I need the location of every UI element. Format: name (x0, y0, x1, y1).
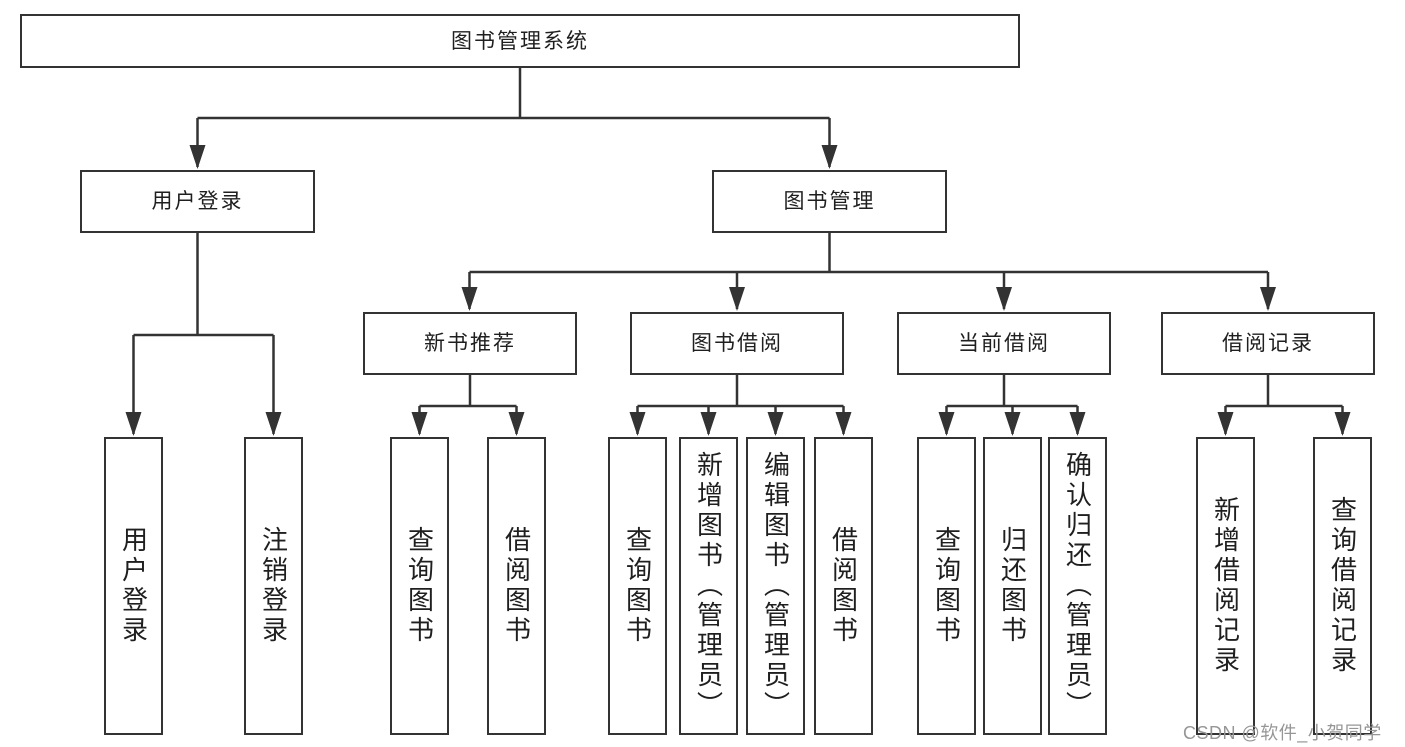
watermark: CSDN @软件_小贺同学 (1183, 723, 1382, 743)
leaf-user-login: 用户登录 (104, 437, 163, 735)
leaf-query-books-current: 查询图书 (917, 437, 976, 735)
leaf-borrow-books-recommend: 借阅图书 (487, 437, 546, 735)
leaf-borrow-books: 借阅图书 (814, 437, 873, 735)
leaf-query-borrow-record: 查询借阅记录 (1313, 437, 1372, 735)
leaf-confirm-return-admin: 确认归还（管理员） (1048, 437, 1107, 735)
leaf-add-borrow-record: 新增借阅记录 (1196, 437, 1255, 735)
node-book-borrowing: 图书借阅 (630, 312, 844, 375)
leaf-return-books: 归还图书 (983, 437, 1042, 735)
leaf-query-books-recommend: 查询图书 (390, 437, 449, 735)
leaf-edit-books-admin: 编辑图书（管理员） (746, 437, 805, 735)
node-borrowing-records: 借阅记录 (1161, 312, 1375, 375)
node-new-book-recommendation: 新书推荐 (363, 312, 577, 375)
node-current-borrowing: 当前借阅 (897, 312, 1111, 375)
node-book-management: 图书管理 (712, 170, 947, 233)
leaf-add-books-admin: 新增图书（管理员） (679, 437, 738, 735)
leaf-query-books-borrow: 查询图书 (608, 437, 667, 735)
node-user-login: 用户登录 (80, 170, 315, 233)
leaf-logout: 注销登录 (244, 437, 303, 735)
node-root: 图书管理系统 (20, 14, 1020, 68)
